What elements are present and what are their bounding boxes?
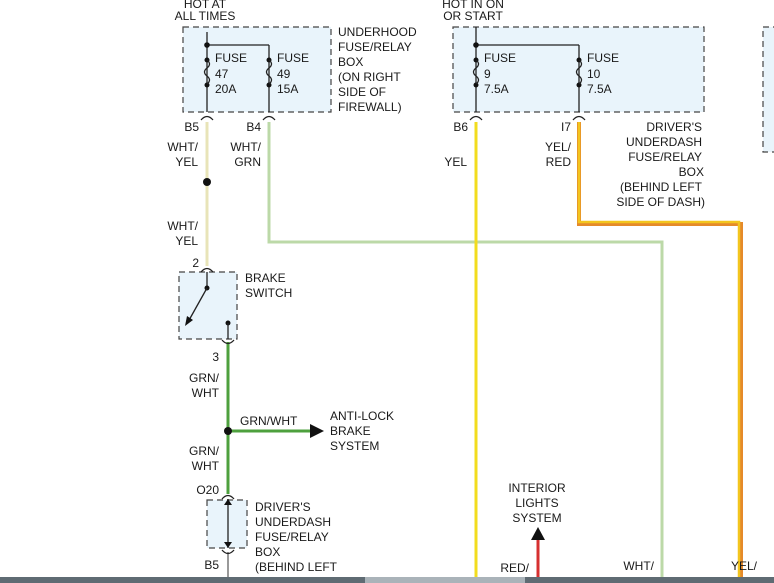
wire-label-grn-wht1-a: GRN/ <box>189 371 220 385</box>
wire-label-yel-red-a: YEL/ <box>545 140 572 154</box>
partial-box-right <box>762 26 774 153</box>
underhood-fuse-box <box>182 26 332 113</box>
fuse9-num: 9 <box>484 67 491 81</box>
connector-b4-icon <box>262 115 276 121</box>
wire-label-red: RED/ <box>500 561 529 575</box>
pin-b5-bottom: B5 <box>204 558 219 572</box>
drivers-bottom-label-5: (BEHIND LEFT <box>255 560 338 574</box>
splice-dot-wht-yel <box>203 178 211 186</box>
underhood-label-5: SIDE OF <box>338 85 386 99</box>
wire-label-wht: WHT/ <box>623 559 654 573</box>
drivers-label-3: FUSE/RELAY <box>628 150 702 164</box>
abs-label-3: SYSTEM <box>330 439 379 453</box>
pin-3: 3 <box>212 350 219 364</box>
hot-in-label-1: HOT IN ON <box>442 0 504 11</box>
drivers-label-2: UNDERDASH <box>626 135 702 149</box>
abs-label-1: ANTI-LOCK <box>330 409 394 423</box>
wire-label-grn-wht1-b: WHT <box>192 386 220 400</box>
scrollbar-thumb[interactable] <box>365 577 525 583</box>
fuse49-label: FUSE <box>277 51 309 65</box>
fuse47-num: 47 <box>215 67 229 81</box>
drivers-label-1: DRIVER'S <box>646 120 702 134</box>
fuse9-label: FUSE <box>484 51 516 65</box>
wire-label-grn-wht2-b: WHT <box>192 459 220 473</box>
window-scrollbar[interactable] <box>0 577 774 583</box>
underhood-label-1: UNDERHOOD <box>338 25 417 39</box>
fuse49-num: 49 <box>277 67 291 81</box>
wire-label-wht-grn-b: GRN <box>234 155 261 169</box>
brake-switch-box <box>178 271 238 340</box>
interior-label-3: SYSTEM <box>512 511 561 525</box>
brake-switch-label-1: BRAKE <box>245 271 286 285</box>
drivers-bottom-label-3: FUSE/RELAY <box>255 530 329 544</box>
drivers-bottom-label-2: UNDERDASH <box>255 515 331 529</box>
wire-label-wht-yel-b: YEL <box>175 155 198 169</box>
hot-at-label-2: ALL TIMES <box>175 9 236 23</box>
wire-label-yel: YEL <box>444 155 467 169</box>
drivers-label-4: BOX <box>679 165 704 179</box>
hot-in-label-2: OR START <box>443 9 503 23</box>
wire-label-yel-red-b: RED <box>546 155 572 169</box>
fuse10-label: FUSE <box>587 51 619 65</box>
drivers-bottom-label-4: BOX <box>255 545 280 559</box>
hot-at-label-1: HOT AT <box>184 0 227 11</box>
drivers-fuse-internals <box>472 27 583 112</box>
connector-i7-icon <box>572 115 586 121</box>
drivers-fuse-box-bottom <box>206 499 248 549</box>
drivers-label-6: SIDE OF DASH) <box>616 195 705 209</box>
wire-label-wht-yel2-b: YEL <box>175 234 198 248</box>
pin-i7: I7 <box>561 120 571 134</box>
splice-dot-grn-wht <box>224 427 232 435</box>
pin-b5: B5 <box>184 120 199 134</box>
connector-b5-icon <box>200 115 214 121</box>
fuse10-amp: 7.5A <box>587 82 612 96</box>
fuse47-amp: 20A <box>215 82 236 96</box>
interior-label-2: LIGHTS <box>515 496 558 510</box>
underhood-label-6: FIREWALL) <box>338 100 402 114</box>
interior-arrow-icon <box>531 527 545 540</box>
connector-b6-icon <box>469 115 483 121</box>
wire-label-wht-yel2-a: WHT/ <box>167 219 198 233</box>
underhood-label-2: FUSE/RELAY <box>338 40 412 54</box>
pin-b6: B6 <box>453 120 468 134</box>
wire-label-wht-yel-a: WHT/ <box>167 140 198 154</box>
pin-o20: O20 <box>196 483 219 497</box>
underhood-label-4: (ON RIGHT <box>338 70 401 84</box>
wire-label-grn-wht2-a: GRN/ <box>189 444 220 458</box>
wire-label-grn-wht-h: GRN/WHT <box>240 414 298 428</box>
wire-label-wht-grn-a: WHT/ <box>230 140 261 154</box>
pin-b4: B4 <box>246 120 261 134</box>
drivers-bottom-label-1: DRIVER'S <box>255 500 311 514</box>
fuse10-num: 10 <box>587 67 601 81</box>
fuse9-amp: 7.5A <box>484 82 509 96</box>
interior-label-1: INTERIOR <box>508 481 566 495</box>
brake-switch-label-2: SWITCH <box>245 286 292 300</box>
bottom-box-internals <box>221 494 235 555</box>
drivers-label-5: (BEHIND LEFT <box>620 180 703 194</box>
underhood-fuse-internals <box>203 32 273 112</box>
pin-2: 2 <box>192 256 199 270</box>
fuse47-label: FUSE <box>215 51 247 65</box>
abs-label-2: BRAKE <box>330 424 371 438</box>
wire-wht-grn <box>267 122 664 577</box>
abs-arrow-icon <box>310 424 324 438</box>
fuse49-amp: 15A <box>277 82 298 96</box>
underhood-label-3: BOX <box>338 55 363 69</box>
wire-yel-red <box>577 122 741 577</box>
wire-label-yel-bottom: YEL/ <box>731 559 758 573</box>
brake-switch-icon <box>185 267 235 345</box>
